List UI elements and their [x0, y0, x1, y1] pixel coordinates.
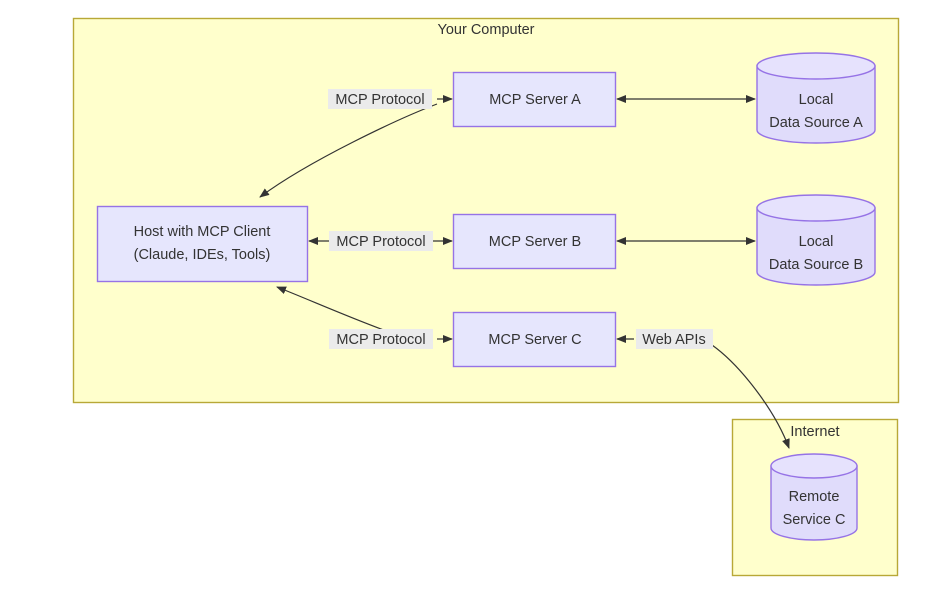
mcp-server-c-box[interactable] [452, 311, 617, 368]
remote-service-c-cylinder-top [770, 453, 858, 479]
edge-server-c-remote-service-c: Web APIs [616, 329, 790, 449]
data-source-b-label-line2: Data Source B [769, 257, 863, 273]
data-source-a-label-line1: Local [799, 92, 834, 108]
edge-host-server-c-curve [276, 286, 393, 334]
mcp-server-b-box[interactable] [452, 213, 617, 270]
edge-host-server-b-label-bg [329, 231, 433, 251]
node-mcp-server-c[interactable]: MCP Server C [452, 311, 617, 368]
mcp-server-c-label: MCP Server C [488, 332, 581, 348]
internet-title: Internet [790, 424, 839, 440]
mcp-server-b-label: MCP Server B [489, 234, 581, 250]
mcp-server-a-label: MCP Server A [489, 92, 581, 108]
edge-host-server-c: MCP Protocol [276, 286, 453, 349]
host-label-line2: (Claude, IDEs, Tools) [134, 247, 271, 263]
internet-boundary [731, 418, 899, 577]
remote-service-c-cylinder-body[interactable] [770, 465, 858, 541]
data-source-b-cylinder-body[interactable] [756, 207, 876, 286]
edge-host-server-a-curve [259, 103, 438, 198]
node-mcp-server-b[interactable]: MCP Server B [452, 213, 617, 270]
mcp-server-a-box[interactable] [452, 71, 617, 128]
edge-web-apis-curve-to-internet [711, 344, 790, 449]
host-label-line1: Host with MCP Client [134, 224, 271, 240]
node-mcp-server-a[interactable]: MCP Server A [452, 71, 617, 128]
edge-host-server-a: MCP Protocol [259, 89, 453, 198]
node-local-data-source-a[interactable]: Local Data Source A [756, 52, 876, 144]
edge-host-server-b-label: MCP Protocol [336, 234, 425, 250]
edge-host-server-a-label-bg [328, 89, 432, 109]
your-computer-title: Your Computer [438, 22, 535, 38]
data-source-b-label-line1: Local [799, 234, 834, 250]
remote-service-c-label-line2: Service C [783, 512, 846, 528]
edge-host-server-b: MCP Protocol [308, 231, 453, 251]
data-source-a-cylinder-top [756, 52, 876, 80]
host-box[interactable] [96, 205, 309, 283]
data-source-a-label-line2: Data Source A [769, 115, 863, 131]
edge-host-server-c-label-bg [329, 329, 433, 349]
data-source-b-cylinder-top [756, 194, 876, 222]
edge-web-apis-label-bg [636, 329, 713, 349]
remote-service-c-label-line1: Remote [789, 489, 840, 505]
data-source-a-cylinder-body[interactable] [756, 65, 876, 144]
edge-host-server-a-label: MCP Protocol [335, 92, 424, 108]
edge-web-apis-label: Web APIs [642, 332, 705, 348]
node-local-data-source-b[interactable]: Local Data Source B [756, 194, 876, 286]
node-host-with-mcp-client[interactable]: Host with MCP Client (Claude, IDEs, Tool… [96, 205, 309, 283]
edge-host-server-c-label: MCP Protocol [336, 332, 425, 348]
container-internet: Internet [731, 418, 899, 577]
node-remote-service-c[interactable]: Remote Service C [770, 453, 858, 541]
